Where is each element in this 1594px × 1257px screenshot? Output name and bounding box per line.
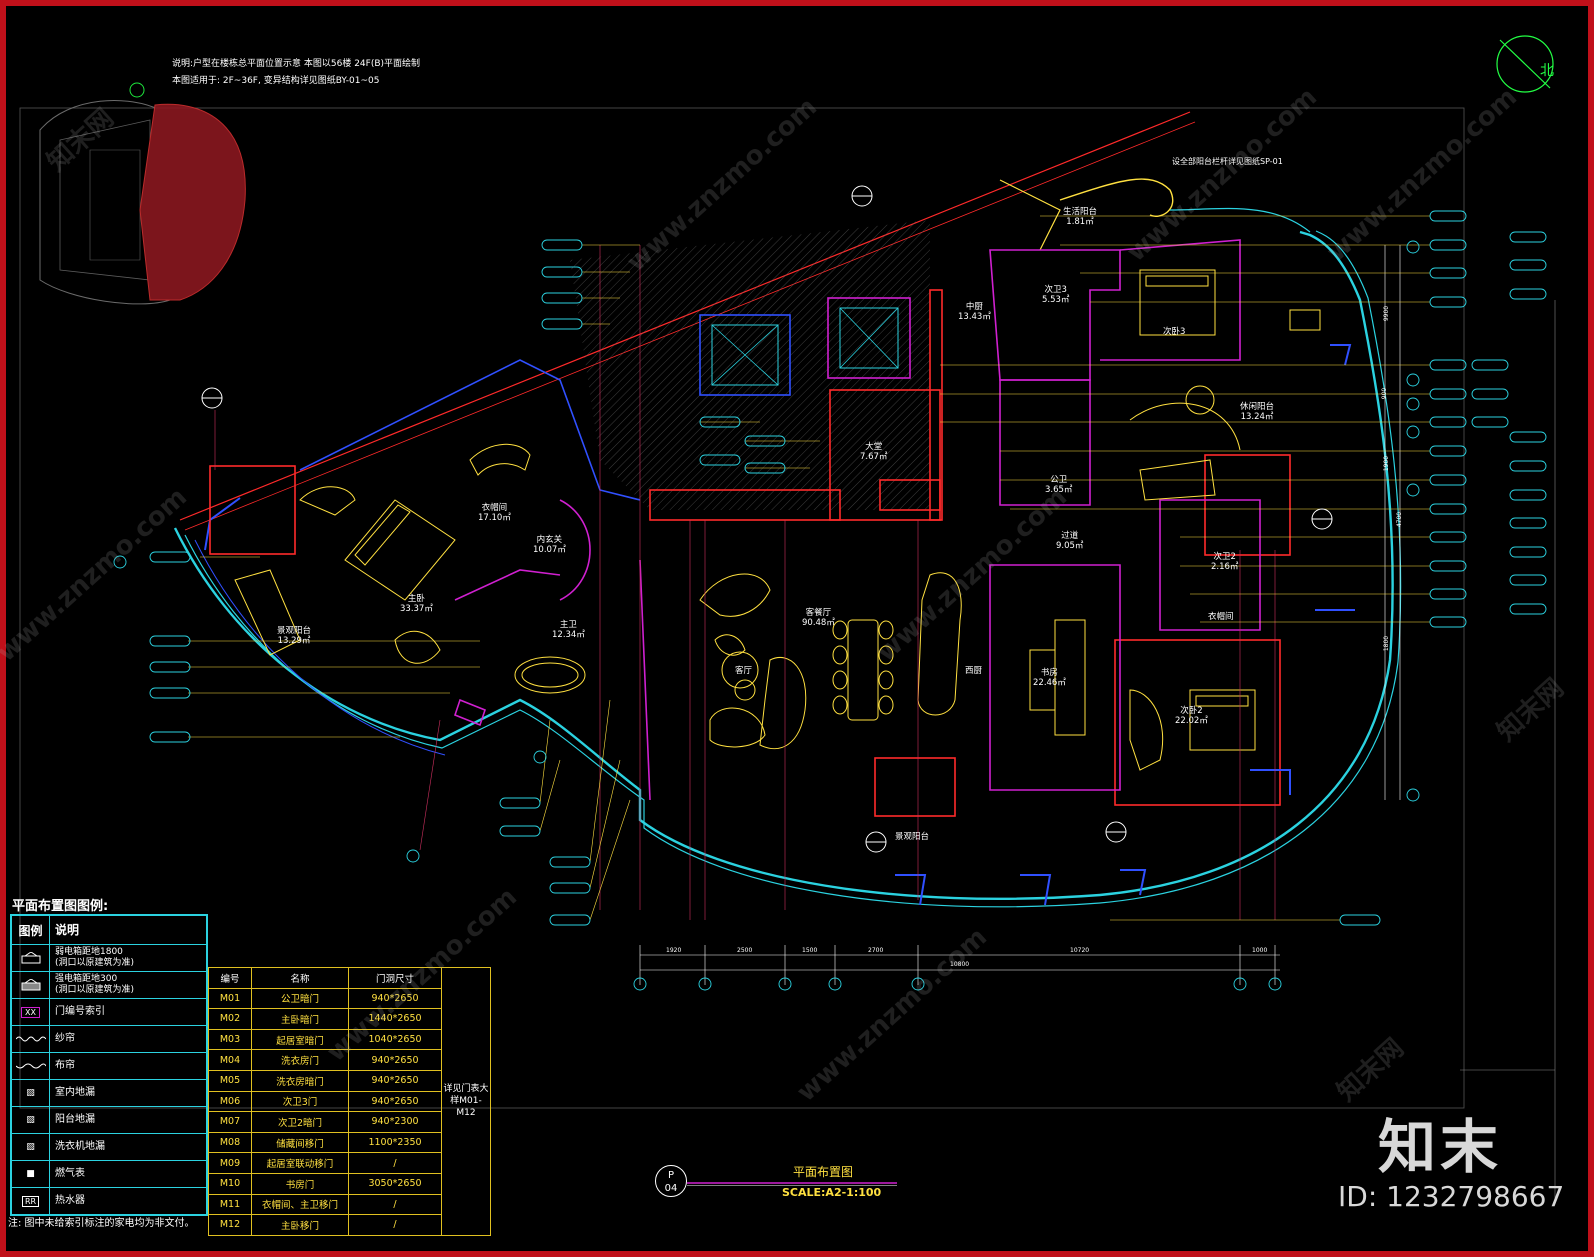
legend-item: ▧ 洗衣机地漏 bbox=[12, 1133, 206, 1160]
indoor-drain-icon: ▧ bbox=[12, 1080, 50, 1106]
room-label: 客厅 bbox=[735, 666, 753, 676]
legend-item: 布帘 bbox=[12, 1052, 206, 1079]
sheer-curtain-icon bbox=[12, 1026, 50, 1052]
drawing-scale: SCALE:A2-1:100 bbox=[782, 1186, 882, 1199]
dimension-text: 10720 bbox=[1070, 947, 1090, 954]
room-label: 西厨 bbox=[965, 666, 983, 676]
legend-item: ■ 燃气表 bbox=[12, 1160, 206, 1187]
legend-title: 平面布置图图例: bbox=[12, 899, 109, 914]
legend-item: ▧ 室内地漏 bbox=[12, 1079, 206, 1106]
weak-box-icon bbox=[12, 945, 50, 971]
brand-logo: 知末 bbox=[1378, 1113, 1503, 1181]
sheet-number-tag: P 04 bbox=[655, 1165, 687, 1197]
dimension-text: 900 bbox=[1381, 387, 1389, 400]
gas-meter-icon: ■ bbox=[12, 1161, 50, 1187]
room-label: 衣帽间 bbox=[1208, 612, 1234, 622]
legend-item: 强电箱距地300 (洞口以原建筑为准) bbox=[12, 971, 206, 998]
image-id-label: ID: 1232798667 bbox=[1338, 1180, 1565, 1213]
dimension-text: 2500 bbox=[737, 947, 753, 954]
drawing-border bbox=[19, 107, 1465, 1109]
north-label: 北 bbox=[1540, 63, 1554, 79]
water-heater-icon: RR bbox=[12, 1188, 50, 1214]
top-note-line2: 本图适用于: 2F~36F, 变异结构详见图纸BY-01~05 bbox=[172, 76, 380, 86]
top-note-line1: 说明:户型在楼栋总平面位置示意 本图以56楼 24F(B)平面绘制 bbox=[172, 59, 421, 69]
dimension-text: 9900 bbox=[1383, 305, 1391, 322]
title-underline bbox=[687, 1182, 897, 1186]
dimension-text: 1000 bbox=[1252, 947, 1268, 954]
door-table-note: 详见门表大样M01-M12 bbox=[441, 967, 491, 1236]
dimension-text: 2700 bbox=[868, 947, 884, 954]
room-label: 景观阳台 bbox=[895, 832, 930, 842]
dimension-text: 1920 bbox=[666, 947, 682, 954]
door-table-header: 编号 名称 门洞尺寸 详见门表大样M01-M12 bbox=[208, 967, 491, 1236]
balcony-note: 设全部阳台栏杆详见图纸SP-01 bbox=[1172, 157, 1283, 166]
door-number-icon: XX bbox=[12, 999, 50, 1025]
dimension-text: 1800 bbox=[1383, 635, 1391, 652]
legend-table: 图例 说明 弱电箱距地1800 (洞口以原建筑为准) 强电箱距地300 (洞口以… bbox=[10, 914, 208, 1216]
drawing-title: 平面布置图 bbox=[793, 1165, 854, 1179]
balcony-drain-icon: ▧ bbox=[12, 1107, 50, 1133]
dimension-text: 4700 bbox=[1396, 511, 1404, 528]
fabric-curtain-icon bbox=[12, 1053, 50, 1079]
legend-item: 纱帘 bbox=[12, 1025, 206, 1052]
washer-drain-icon: ▧ bbox=[12, 1134, 50, 1160]
legend-item: RR 热水器 bbox=[12, 1187, 206, 1214]
room-label: 次卧3 bbox=[1163, 327, 1186, 337]
dimension-text: 1900 bbox=[1383, 455, 1391, 472]
legend-header: 图例 说明 bbox=[12, 916, 206, 944]
north-arrow-icon bbox=[1496, 35, 1554, 93]
footnote: 注: 图中未给索引标注的家电均为非文付。 bbox=[8, 1218, 195, 1229]
site-key-plan bbox=[39, 82, 246, 305]
legend-item: ▧ 阳台地漏 bbox=[12, 1106, 206, 1133]
legend-item: 弱电箱距地1800 (洞口以原建筑为准) bbox=[12, 944, 206, 971]
strong-box-icon bbox=[12, 972, 50, 998]
legend-item: XX 门编号索引 bbox=[12, 998, 206, 1025]
dimension-text: 1500 bbox=[802, 947, 818, 954]
dimension-text: 10800 bbox=[950, 961, 970, 968]
